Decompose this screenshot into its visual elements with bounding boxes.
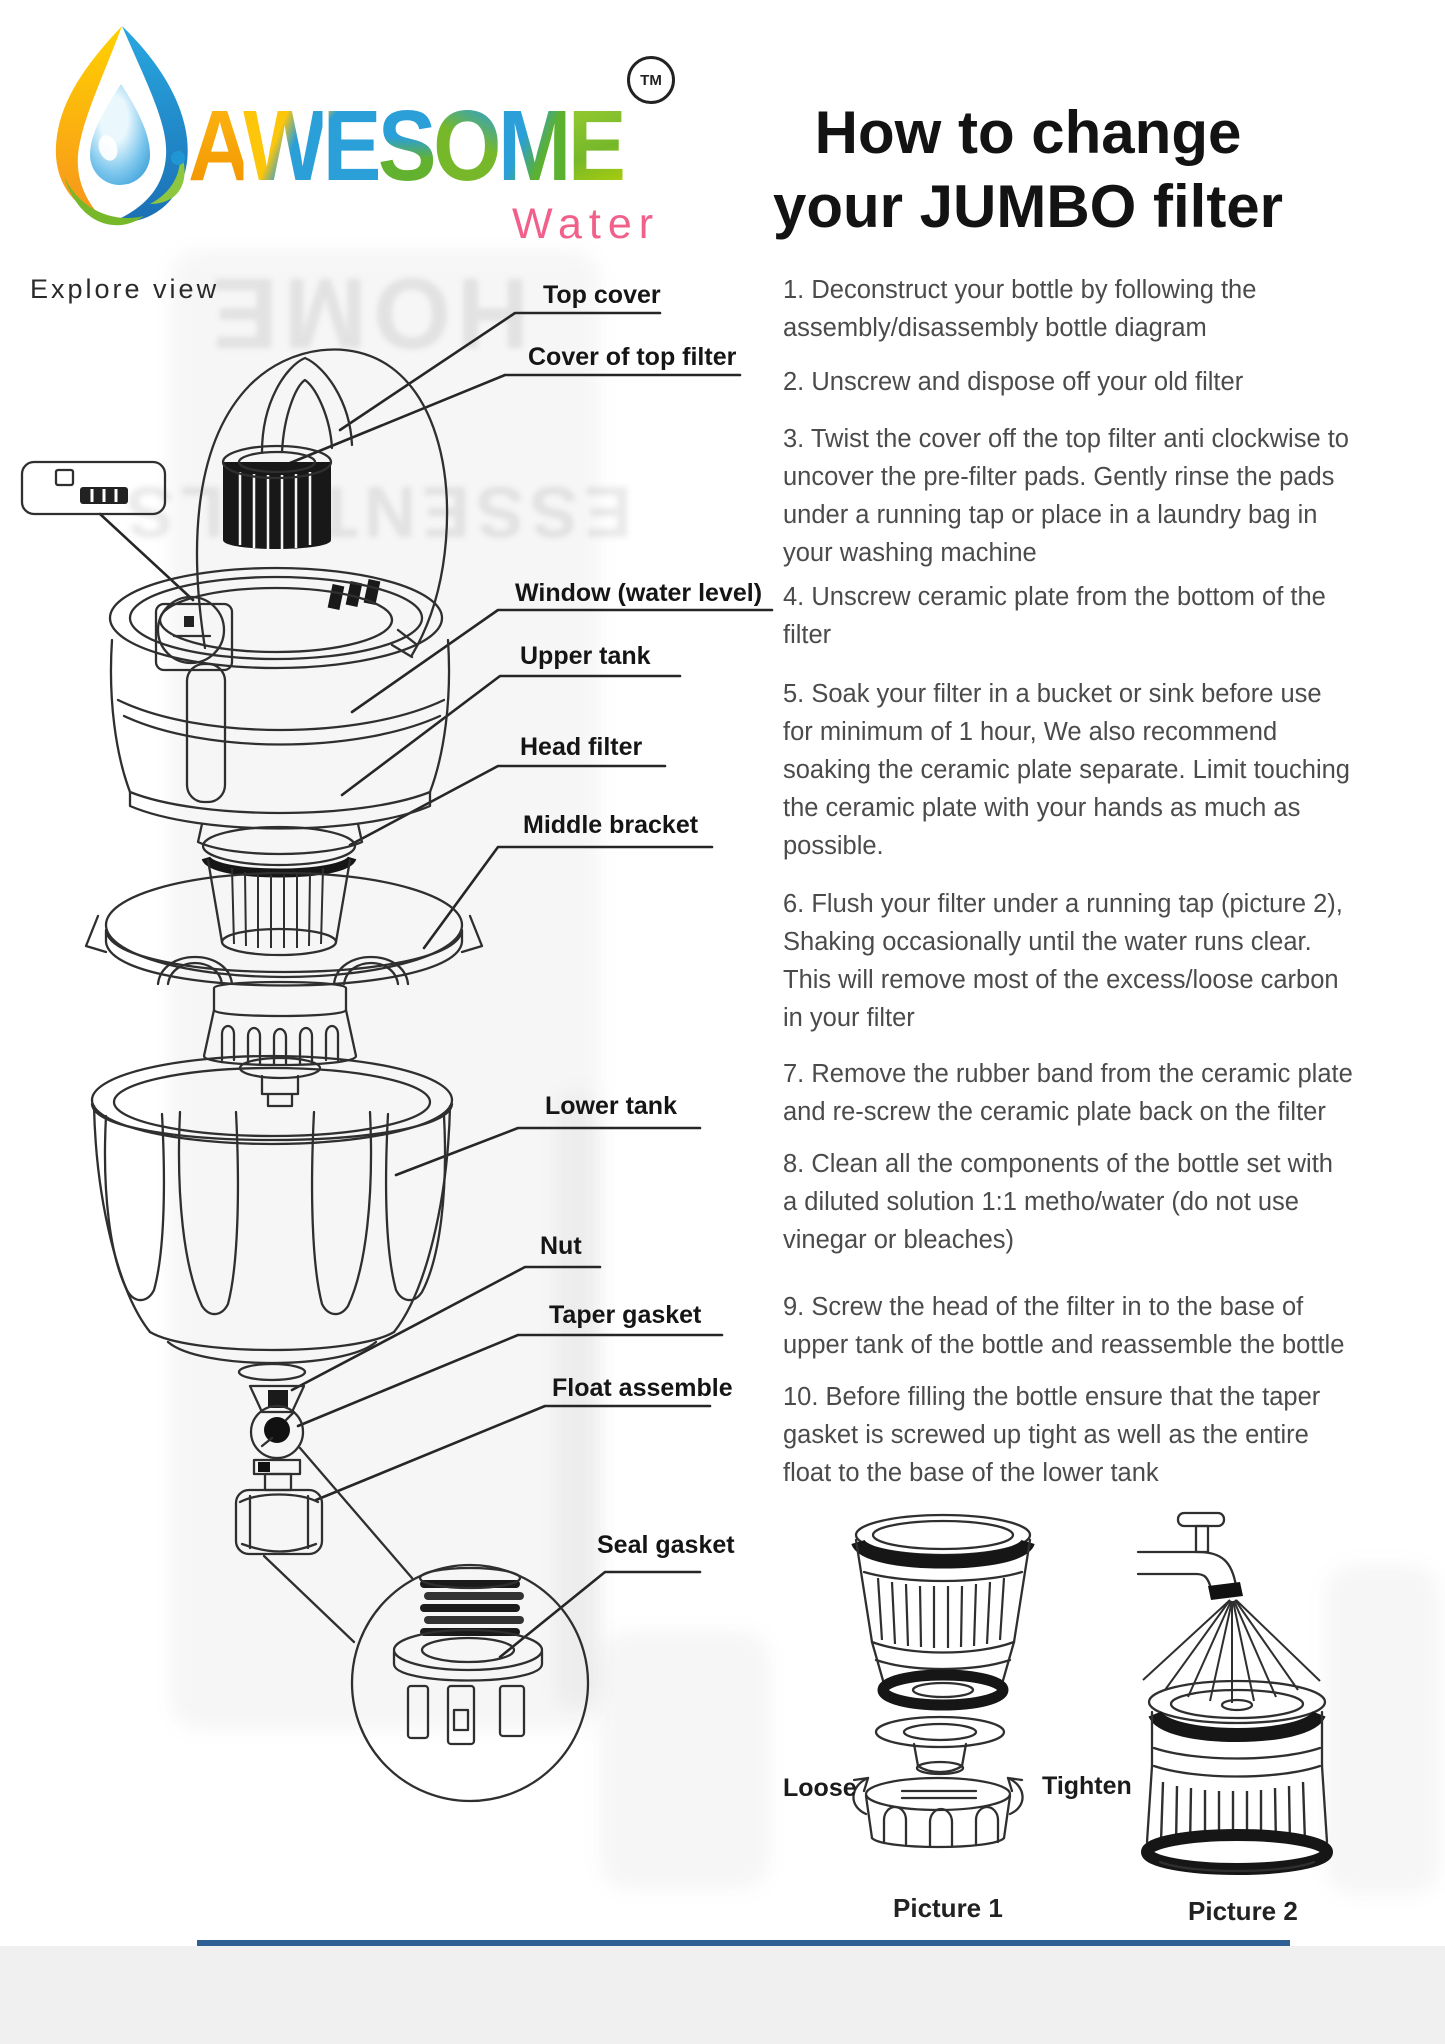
picture1-caption: Picture 1	[893, 1893, 1003, 1923]
instruction-step-2: 2. Unscrew and dispose off your old filt…	[783, 368, 1244, 396]
awesome-water-logo	[55, 26, 188, 226]
footer-divider-line	[197, 1940, 1290, 1946]
label-loose: Loose	[783, 1774, 857, 1802]
brand-wordmark: AWESOME	[188, 94, 626, 199]
brand-subtitle: Water	[512, 200, 661, 248]
brand-letter: E	[567, 90, 627, 202]
label-seal-gasket: Seal gasket	[597, 1531, 735, 1559]
middle-bracket-part	[84, 871, 484, 987]
picture2-art	[1136, 1511, 1333, 1875]
seal-gasket-detail	[262, 1446, 590, 1803]
brand-letter: O	[433, 90, 501, 202]
brand-letter: E	[322, 90, 382, 202]
instruction-step-3: 3. Twist the cover off the top filter an…	[783, 425, 1349, 567]
label-nut: Nut	[540, 1232, 582, 1260]
brand-letter: A	[188, 90, 247, 202]
diagram-heading: Explore view	[30, 274, 220, 304]
label-tighten: Tighten	[1042, 1772, 1132, 1800]
lower-tank-part	[90, 1054, 454, 1382]
trademark-icon: TM	[627, 56, 675, 104]
picture1-art	[851, 1513, 1035, 1849]
trademark-text: TM	[640, 71, 662, 89]
instruction-step-4: 4. Unscrew ceramic plate from the bottom…	[783, 583, 1326, 649]
float-valve-part	[234, 1384, 324, 1556]
instruction-step-10: 10. Before filling the bottle ensure tha…	[783, 1383, 1321, 1487]
footer-band	[0, 1946, 1445, 2044]
instruction-step-1: 1. Deconstruct your bottle by following …	[783, 276, 1257, 342]
instruction-step-6: 6. Flush your filter under a running tap…	[783, 890, 1343, 1032]
instruction-step-8: 8. Clean all the components of the bottl…	[783, 1150, 1333, 1254]
label-taper-gasket: Taper gasket	[549, 1301, 702, 1329]
label-middle-bracket: Middle bracket	[523, 811, 699, 839]
instruction-step-7: 7. Remove the rubber band from the ceram…	[783, 1060, 1353, 1126]
label-upper-tank: Upper tank	[520, 642, 651, 670]
filter-base-part	[202, 980, 358, 1108]
label-lower-tank: Lower tank	[545, 1092, 677, 1120]
brand-letter: W	[243, 90, 326, 202]
head-filter-part	[201, 825, 357, 957]
handle-part	[20, 460, 167, 516]
label-cover-of-top-filter: Cover of top filter	[528, 343, 737, 371]
brand-letter: M	[498, 90, 571, 202]
label-window-water-level: Window (water level)	[515, 579, 763, 607]
label-top-cover: Top cover	[543, 281, 661, 309]
label-head-filter: Head filter	[520, 733, 643, 761]
page-title-line2: your JUMBO filter	[772, 173, 1284, 240]
instruction-step-5: 5. Soak your filter in a bucket or sink …	[783, 680, 1350, 860]
cover-of-top-filter-part	[221, 444, 381, 610]
page-title-line1: How to change	[814, 99, 1242, 166]
picture2-caption: Picture 2	[1188, 1896, 1298, 1926]
label-float-assemble: Float assemble	[552, 1374, 733, 1402]
threaded-plug	[392, 1566, 544, 1746]
page-title: How to change your JUMBO filter	[728, 96, 1328, 244]
instruction-step-9: 9. Screw the head of the filter in to th…	[783, 1293, 1345, 1359]
upper-tank-part	[108, 566, 451, 856]
brand-letter: S	[377, 90, 437, 202]
callout-leader-lines	[98, 311, 774, 1659]
